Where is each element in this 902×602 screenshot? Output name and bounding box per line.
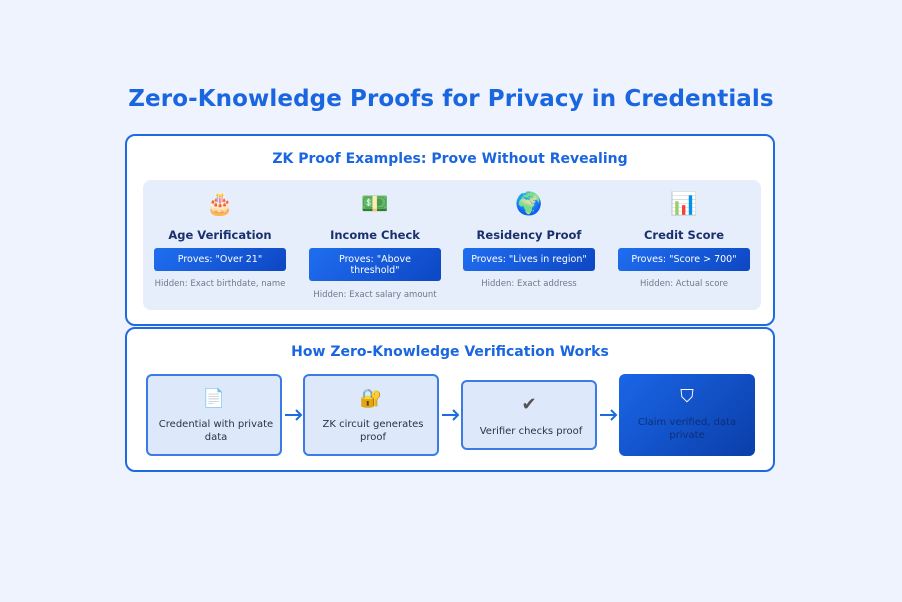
document-icon: 📄 — [202, 388, 226, 409]
card-residency-proof: 🌍 Residency Proof Proves: "Lives in regi… — [452, 180, 606, 310]
bar-chart-icon: 📊 — [670, 192, 698, 217]
card-title: Residency Proof — [476, 228, 582, 242]
page-title: Zero-Knowledge Proofs for Privacy in Cre… — [128, 86, 774, 112]
step-claim-verified: ⛉ Claim verified, data private — [619, 374, 755, 456]
money-bill-icon: 💵 — [361, 192, 389, 217]
step-zk-circuit: 🔐 ZK circuit generates proof — [303, 374, 439, 456]
step-label: ZK circuit generates proof — [322, 419, 424, 443]
step-label: Credential with private data — [158, 419, 274, 443]
examples-heading: ZK Proof Examples: Prove Without Reveali… — [272, 151, 628, 167]
hidden-note: Hidden: Exact birthdate, name — [154, 279, 286, 289]
card-title: Age Verification — [168, 228, 272, 242]
zk-workflow-panel: How Zero-Knowledge Verification Works 📄 … — [125, 327, 775, 472]
check-icon: ✔ — [521, 394, 537, 415]
arrow-right-icon — [442, 409, 460, 421]
arrow-right-icon — [600, 409, 618, 421]
workflow-heading: How Zero-Knowledge Verification Works — [291, 344, 609, 360]
proves-badge: Proves: "Score > 700" — [618, 248, 750, 271]
card-title: Income Check — [330, 228, 420, 242]
hidden-note: Hidden: Exact salary amount — [313, 290, 437, 300]
lock-key-icon: 🔐 — [359, 388, 383, 409]
card-age-verification: 🎂 Age Verification Proves: "Over 21" Hid… — [143, 180, 297, 310]
card-credit-score: 📊 Credit Score Proves: "Score > 700" Hid… — [607, 180, 761, 310]
arrow-right-icon — [285, 409, 303, 421]
globe-icon: 🌍 — [515, 192, 543, 217]
step-credential: 📄 Credential with private data — [146, 374, 282, 456]
step-verifier: ✔ Verifier checks proof — [461, 380, 597, 450]
proves-badge: Proves: "Over 21" — [154, 248, 286, 271]
hidden-note: Hidden: Actual score — [640, 279, 728, 289]
proves-badge: Proves: "Lives in region" — [463, 248, 595, 271]
shield-icon: ⛉ — [680, 386, 694, 407]
step-label: Verifier checks proof — [479, 426, 583, 437]
card-title: Credit Score — [643, 228, 725, 242]
examples-card-strip: 🎂 Age Verification Proves: "Over 21" Hid… — [143, 180, 761, 310]
proves-badge: Proves: "Above threshold" — [309, 248, 441, 281]
step-label: Claim verified, data private — [637, 417, 737, 441]
zk-examples-panel: ZK Proof Examples: Prove Without Reveali… — [125, 134, 775, 326]
card-income-check: 💵 Income Check Proves: "Above threshold"… — [298, 180, 452, 310]
hidden-note: Hidden: Exact address — [481, 279, 577, 289]
birthday-cake-icon: 🎂 — [206, 192, 234, 217]
